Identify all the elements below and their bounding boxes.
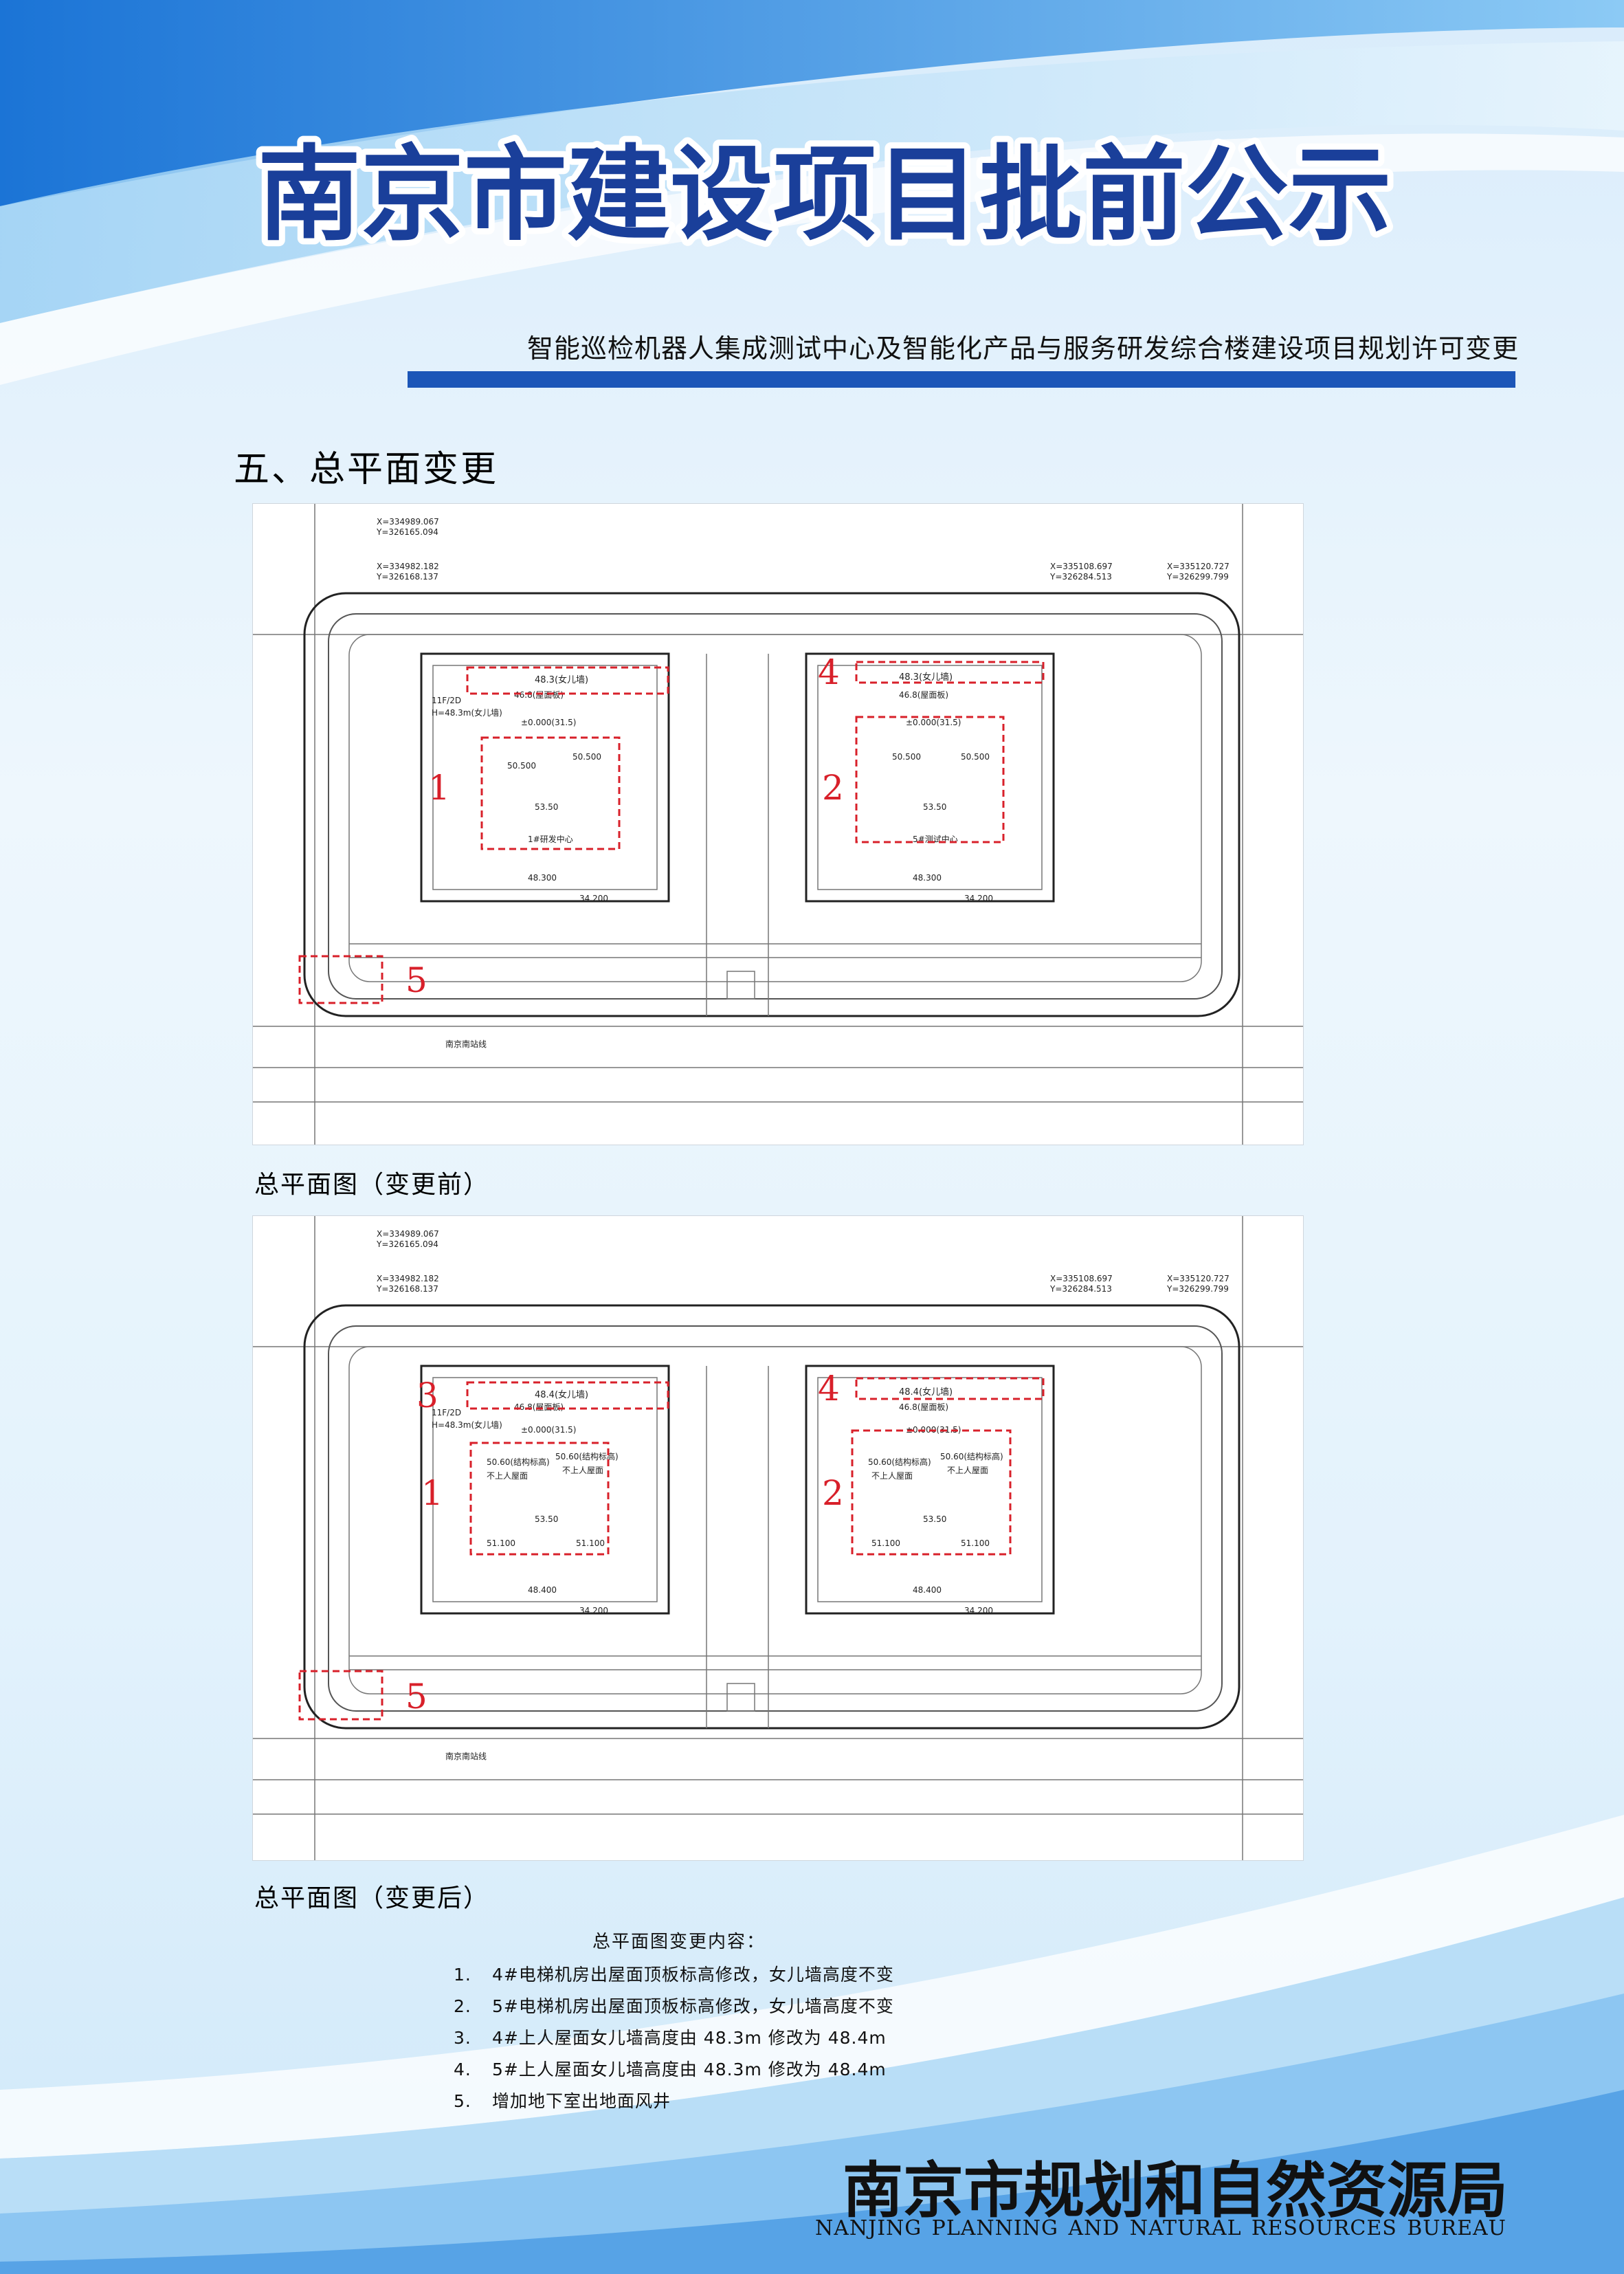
svg-text:2: 2 [822, 1473, 844, 1513]
svg-text:51.100: 51.100 [576, 1538, 605, 1548]
svg-text:11F/2D: 11F/2D [432, 1408, 461, 1417]
svg-text:11F/2D: 11F/2D [432, 696, 461, 705]
svg-text:50.500: 50.500 [892, 752, 921, 762]
svg-text:50.500: 50.500 [572, 752, 601, 762]
svg-text:X=334989.067: X=334989.067 [377, 517, 439, 527]
svg-text:X=335120.727: X=335120.727 [1167, 562, 1230, 571]
svg-text:46.8(屋面板): 46.8(屋面板) [514, 690, 564, 700]
svg-text:34.200: 34.200 [964, 1606, 993, 1615]
svg-text:50.500: 50.500 [507, 761, 536, 771]
caption-before: 总平面图（变更前） [254, 1171, 490, 1199]
svg-text:南京南站线: 南京南站线 [445, 1039, 487, 1049]
svg-text:南京市建设项目批前公示: 南京市建设项目批前公示 [258, 134, 1392, 255]
svg-text:X=334989.067: X=334989.067 [377, 1229, 439, 1239]
svg-text:Y=326299.799: Y=326299.799 [1166, 572, 1229, 582]
svg-text:50.60(结构标高): 50.60(结构标高) [940, 1451, 1003, 1461]
svg-text:1: 1 [428, 768, 450, 808]
svg-text:Y=326284.513: Y=326284.513 [1049, 1284, 1112, 1294]
svg-text:48.3(女儿墙): 48.3(女儿墙) [535, 674, 588, 685]
svg-text:南京南站线: 南京南站线 [445, 1751, 487, 1761]
site-plan-after-drawing: X=334989.067 Y=326165.094 X=334982.182 Y… [253, 1216, 1303, 1860]
svg-text:不上人屋面: 不上人屋面 [562, 1466, 603, 1475]
site-plan-after: X=334989.067 Y=326165.094 X=334982.182 Y… [252, 1215, 1304, 1861]
svg-text:X=335120.727: X=335120.727 [1167, 1274, 1230, 1283]
bureau-name: 南京市规划和自然资源局 [843, 2154, 1508, 2226]
bureau-name-english: NANJING PLANNING AND NATURAL RESOURCES B… [815, 2216, 1506, 2240]
svg-text:5#测试中心: 5#测试中心 [913, 834, 958, 844]
list-item: 1.4#电梯机房出屋面顶板标高修改，女儿墙高度不变 [454, 1965, 894, 1985]
main-title: 南京市建设项目批前公示 南京市建设项目批前公示 [252, 131, 1398, 261]
svg-text:53.50: 53.50 [923, 802, 946, 812]
svg-text:4: 4 [818, 1369, 840, 1409]
svg-text:H=48.3m(女儿墙): H=48.3m(女儿墙) [432, 1420, 502, 1430]
svg-text:南京市规划和自然资源局: 南京市规划和自然资源局 [843, 2154, 1508, 2226]
svg-text:±0.000(31.5): ±0.000(31.5) [521, 718, 577, 727]
svg-text:51.100: 51.100 [961, 1538, 990, 1548]
svg-text:48.300: 48.300 [913, 873, 942, 883]
site-plan-before-drawing: X=334989.067 Y=326165.094 X=334982.182 Y… [253, 504, 1303, 1145]
list-item: 2.5#电梯机房出屋面顶板标高修改，女儿墙高度不变 [454, 1996, 894, 2016]
list-item: 3.4#上人屋面女儿墙高度由 48.3m 修改为 48.4m [454, 2028, 887, 2048]
svg-text:50.60(结构标高): 50.60(结构标高) [555, 1451, 619, 1461]
svg-text:34.200: 34.200 [964, 894, 993, 903]
svg-text:48.4(女儿墙): 48.4(女儿墙) [535, 1389, 588, 1400]
svg-text:Y=326168.137: Y=326168.137 [376, 1284, 438, 1294]
svg-text:X=334982.182: X=334982.182 [377, 1274, 439, 1283]
svg-text:南京市建设项目批前公示: 南京市建设项目批前公示 [258, 134, 1392, 255]
svg-text:1#研发中心: 1#研发中心 [528, 834, 573, 844]
svg-text:50.500: 50.500 [961, 752, 990, 762]
svg-text:Y=326284.513: Y=326284.513 [1049, 572, 1112, 582]
changes-list: 1.4#电梯机房出屋面顶板标高修改，女儿墙高度不变 2.5#电梯机房出屋面顶板标… [454, 1959, 894, 2117]
svg-text:Y=326168.137: Y=326168.137 [376, 572, 438, 582]
site-plan-before: X=334989.067 Y=326165.094 X=334982.182 Y… [252, 503, 1304, 1145]
svg-text:51.100: 51.100 [871, 1538, 900, 1548]
svg-text:5: 5 [405, 1677, 427, 1716]
list-item: 4.5#上人屋面女儿墙高度由 48.3m 修改为 48.4m [454, 2060, 887, 2079]
svg-text:不上人屋面: 不上人屋面 [947, 1466, 988, 1475]
svg-text:1: 1 [421, 1473, 443, 1513]
svg-text:4: 4 [818, 652, 840, 692]
svg-text:不上人屋面: 不上人屋面 [871, 1471, 913, 1481]
svg-text:X=335108.697: X=335108.697 [1050, 1274, 1113, 1283]
svg-text:46.8(屋面板): 46.8(屋面板) [514, 1402, 564, 1412]
svg-text:48.4(女儿墙): 48.4(女儿墙) [899, 1387, 953, 1398]
svg-text:H=48.3m(女儿墙): H=48.3m(女儿墙) [432, 707, 502, 718]
svg-text:34.200: 34.200 [579, 1606, 608, 1615]
svg-text:50.60(结构标高): 50.60(结构标高) [868, 1457, 931, 1467]
svg-text:53.50: 53.50 [923, 1514, 946, 1524]
svg-text:Y=326165.094: Y=326165.094 [376, 527, 438, 537]
svg-text:不上人屋面: 不上人屋面 [487, 1471, 528, 1481]
svg-text:3: 3 [416, 1376, 438, 1415]
svg-text:51.100: 51.100 [487, 1538, 515, 1548]
svg-text:48.3(女儿墙): 48.3(女儿墙) [899, 672, 953, 683]
changes-title: 总平面图变更内容： [592, 1932, 766, 1952]
section-title: 五、总平面变更 [234, 449, 499, 490]
svg-text:Y=326299.799: Y=326299.799 [1166, 1284, 1229, 1294]
svg-text:34.200: 34.200 [579, 894, 608, 903]
svg-text:5: 5 [405, 960, 427, 1000]
svg-text:±0.000(31.5): ±0.000(31.5) [906, 718, 961, 727]
svg-text:46.8(屋面板): 46.8(屋面板) [899, 690, 948, 700]
list-item: 5.增加地下室出地面风井 [454, 2091, 671, 2111]
svg-text:±0.000(31.5): ±0.000(31.5) [521, 1425, 577, 1435]
svg-text:50.60(结构标高): 50.60(结构标高) [487, 1457, 550, 1467]
svg-text:2: 2 [822, 768, 844, 808]
caption-after: 总平面图（变更后） [254, 1884, 490, 1912]
svg-text:Y=326165.094: Y=326165.094 [376, 1239, 438, 1249]
svg-text:48.400: 48.400 [913, 1585, 942, 1595]
svg-text:46.8(屋面板): 46.8(屋面板) [899, 1402, 948, 1412]
svg-text:X=335108.697: X=335108.697 [1050, 562, 1113, 571]
svg-text:53.50: 53.50 [535, 802, 558, 812]
project-subtitle: 智能巡检机器人集成测试中心及智能化产品与服务研发综合楼建设项目规划许可变更 [526, 333, 1519, 364]
svg-text:48.400: 48.400 [528, 1585, 557, 1595]
svg-text:48.300: 48.300 [528, 873, 557, 883]
svg-text:X=334982.182: X=334982.182 [377, 562, 439, 571]
svg-text:53.50: 53.50 [535, 1514, 558, 1524]
subtitle-divider [408, 371, 1515, 388]
